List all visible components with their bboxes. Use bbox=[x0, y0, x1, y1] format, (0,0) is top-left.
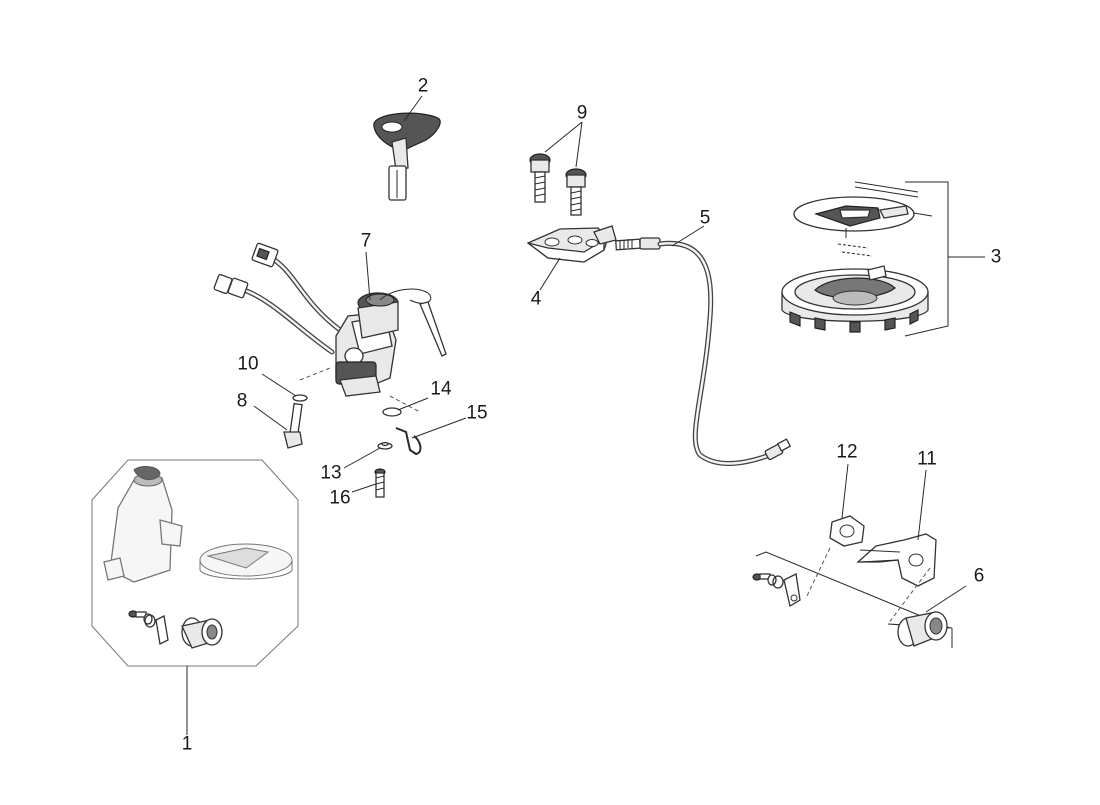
leader-10 bbox=[261, 373, 297, 397]
washer-part-10 bbox=[292, 394, 308, 402]
callout-13: 13 bbox=[320, 462, 342, 484]
bracket-3 bbox=[904, 181, 949, 337]
leader-6 bbox=[925, 585, 967, 613]
key-part-2 bbox=[373, 112, 441, 201]
callout-3: 3 bbox=[990, 246, 1002, 268]
leader-16 bbox=[351, 483, 377, 493]
callout-15: 15 bbox=[466, 402, 488, 424]
fuel-cap-part-3 bbox=[781, 181, 933, 333]
leader-2 bbox=[403, 95, 423, 122]
leader-4 bbox=[539, 257, 561, 291]
assembly-line-a bbox=[805, 547, 831, 599]
callout-8: 8 bbox=[236, 390, 248, 412]
callout-6: 6 bbox=[973, 565, 985, 587]
leader-8 bbox=[253, 405, 288, 431]
leader-9b bbox=[575, 121, 583, 168]
kit-part-1 bbox=[91, 459, 299, 667]
leader-9a bbox=[544, 121, 583, 153]
leader-12 bbox=[841, 463, 849, 519]
callout-14: 14 bbox=[430, 378, 452, 400]
bolt-part-8 bbox=[283, 402, 303, 449]
assembly-ref-line bbox=[755, 551, 951, 629]
washer-hole-13 bbox=[381, 442, 389, 447]
callout-10: 10 bbox=[237, 353, 259, 375]
assembly-line-b bbox=[887, 567, 931, 625]
assembly-line-14 bbox=[389, 395, 421, 413]
callout-16: 16 bbox=[329, 487, 351, 509]
clip-part-15 bbox=[395, 427, 422, 456]
callout-5: 5 bbox=[699, 207, 711, 229]
callout-4: 4 bbox=[530, 288, 542, 310]
callout-12: 12 bbox=[836, 441, 858, 463]
callout-1: 1 bbox=[181, 733, 193, 755]
socket-part-6 bbox=[897, 611, 948, 647]
washer-part-14 bbox=[382, 407, 402, 417]
bracket-part-11 bbox=[856, 533, 937, 587]
leader-13 bbox=[343, 447, 381, 469]
leader-7 bbox=[365, 251, 371, 301]
callout-11: 11 bbox=[917, 448, 937, 470]
screw-part-16 bbox=[374, 468, 386, 498]
bracket-part-4 bbox=[526, 225, 617, 263]
leader-5 bbox=[671, 225, 705, 247]
small-hardware-group bbox=[752, 573, 801, 608]
leader-11 bbox=[917, 469, 927, 541]
ignition-switch-part-7 bbox=[213, 242, 447, 397]
screws-part-9 bbox=[529, 153, 587, 216]
callout-2: 2 bbox=[417, 75, 429, 97]
gasket-part-12 bbox=[829, 515, 865, 547]
callout-9: 9 bbox=[576, 102, 588, 124]
leader-14 bbox=[397, 397, 429, 411]
cable-part-5 bbox=[615, 237, 792, 466]
leader-15 bbox=[411, 417, 467, 439]
callout-7: 7 bbox=[360, 230, 372, 252]
assembly-line-10 bbox=[299, 367, 331, 381]
